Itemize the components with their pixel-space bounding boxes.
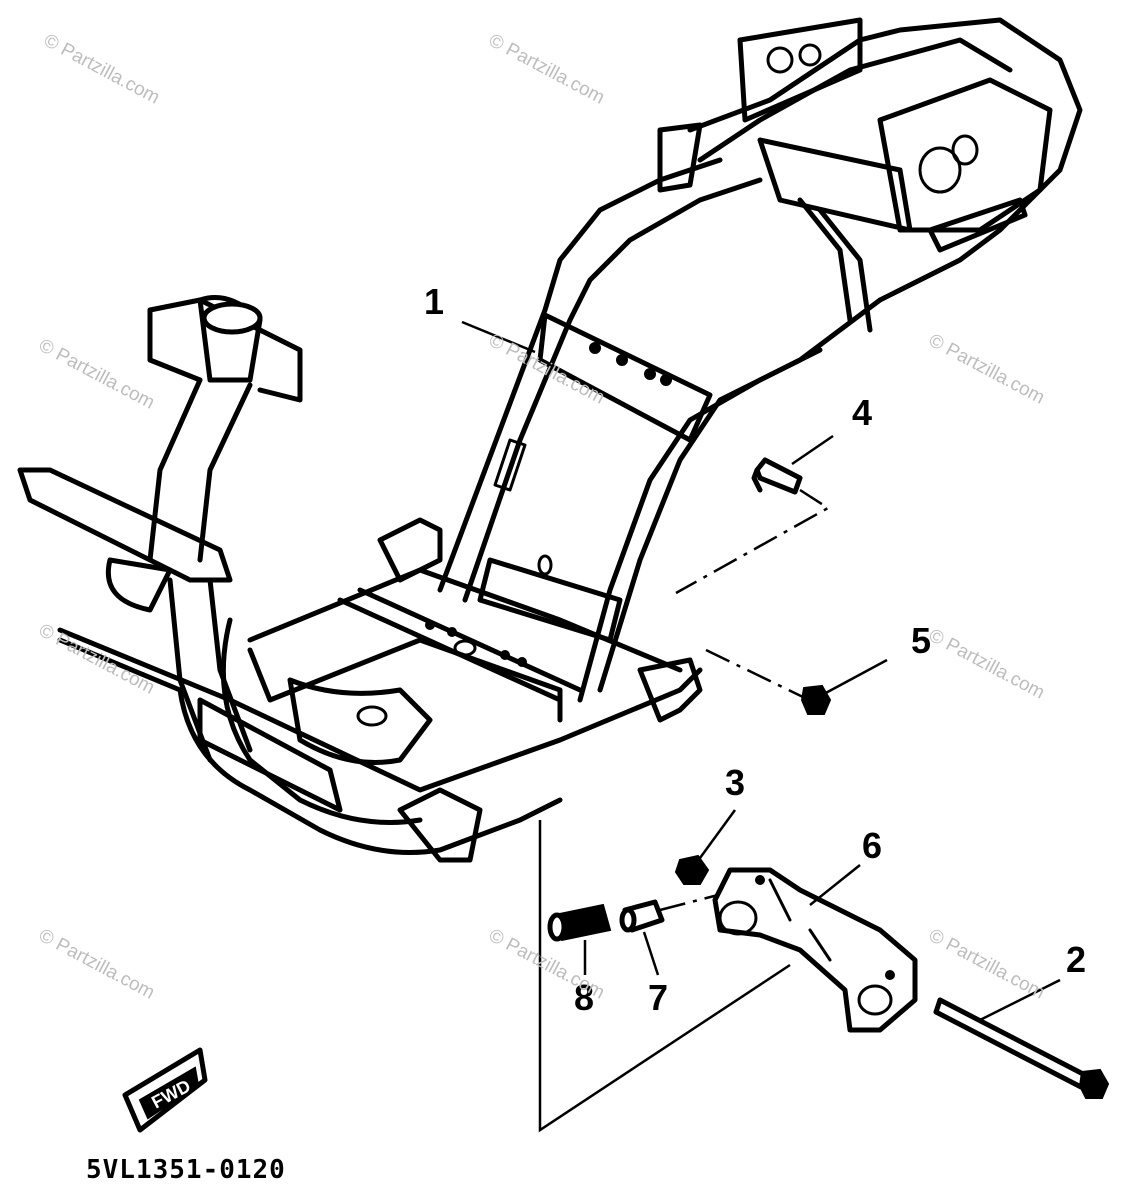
figure-code: 5VL1351-0120 (86, 1155, 286, 1185)
fwd-badge: FWD (122, 1047, 208, 1133)
bolt-part-4[interactable] (751, 457, 803, 495)
callout-5: 5 (911, 620, 932, 661)
bolt-part-2[interactable] (933, 997, 1110, 1099)
callout-3: 3 (725, 762, 746, 803)
bracket-part-6[interactable] (712, 867, 918, 1033)
leader-lines (461, 320, 1061, 1133)
callout-1: 1 (424, 281, 445, 322)
callout-8: 8 (574, 977, 595, 1018)
nut-part-5[interactable] (800, 684, 832, 715)
callout-6: 6 (862, 825, 883, 866)
nut-part-3[interactable] (674, 854, 710, 885)
callout-7: 7 (648, 977, 669, 1018)
callout-4: 4 (852, 392, 873, 433)
frame-part-1[interactable] (17, 17, 1083, 863)
callout-2: 2 (1066, 939, 1087, 980)
collar-part-7[interactable] (619, 899, 665, 933)
damper-part-8[interactable] (547, 903, 612, 942)
